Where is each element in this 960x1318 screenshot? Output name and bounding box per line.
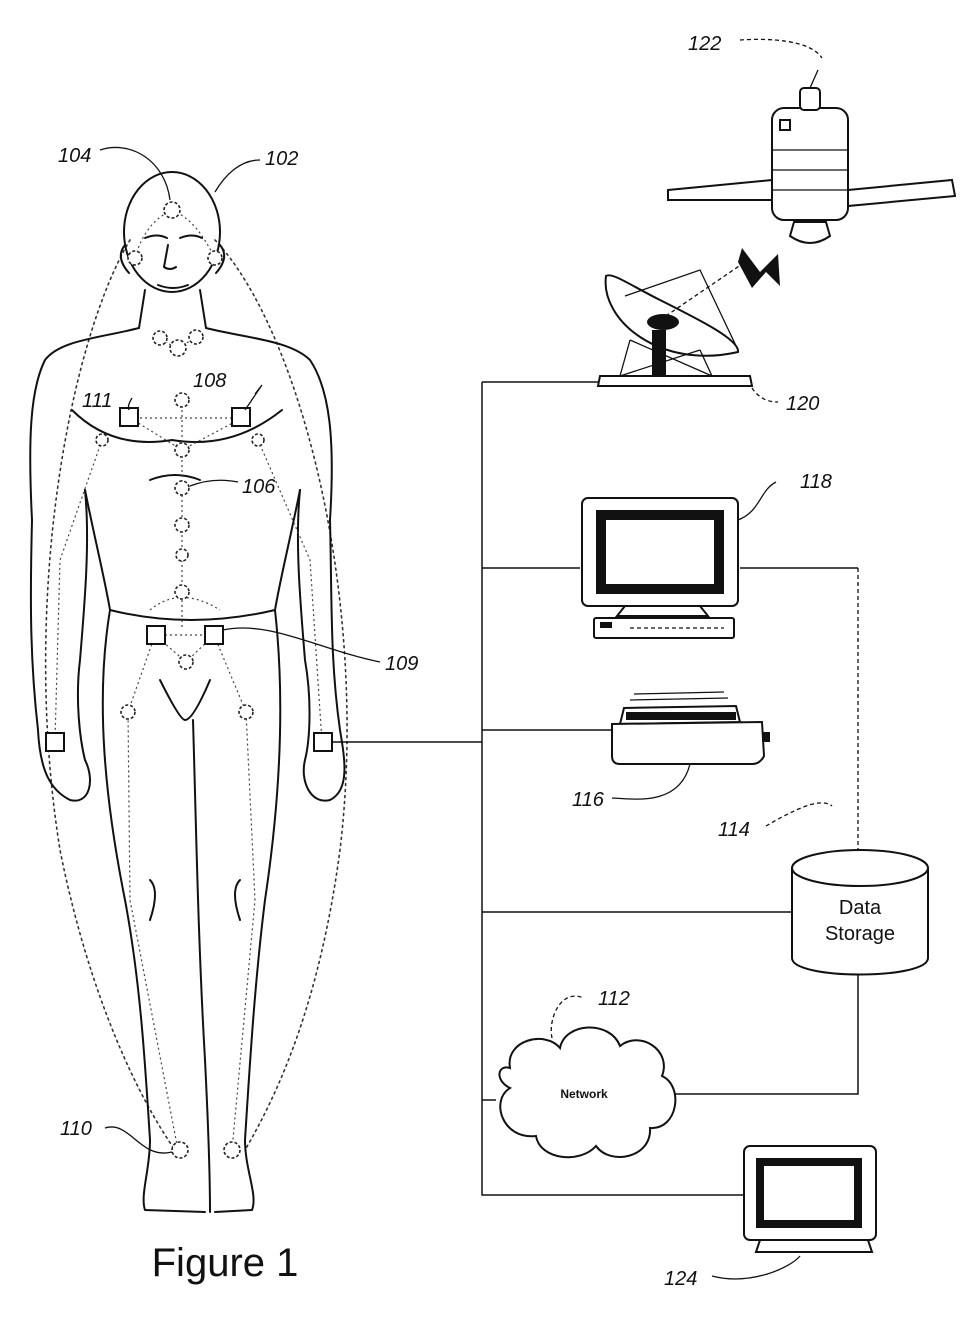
sensor-chest-left-lower xyxy=(96,434,108,446)
label-102: 102 xyxy=(265,148,298,170)
label-124: 124 xyxy=(664,1268,697,1290)
sensor-neck-right xyxy=(189,330,203,344)
sensor-thigh-right xyxy=(239,705,253,719)
sensor-square-wrist-right xyxy=(314,733,332,751)
head-outline xyxy=(124,172,220,292)
sensor-square-108 xyxy=(232,408,250,426)
label-122: 122 xyxy=(688,33,721,55)
figure-title: Figure 1 xyxy=(152,1241,299,1285)
sensor-square-111 xyxy=(120,408,138,426)
sensor-thigh-left xyxy=(121,705,135,719)
label-104: 104 xyxy=(58,145,91,167)
data-storage-line1: Data xyxy=(839,897,882,919)
sensor-groin xyxy=(179,655,193,669)
sensor-neck-center xyxy=(170,340,186,356)
sensor-ankle-110 xyxy=(172,1142,188,1158)
label-114: 114 xyxy=(718,819,750,841)
printer-icon xyxy=(612,692,770,764)
label-120: 120 xyxy=(786,393,819,415)
sensor-square-wrist-left xyxy=(46,733,64,751)
sensor-navel xyxy=(176,549,188,561)
sensor-sternum xyxy=(175,393,189,407)
label-116: 116 xyxy=(572,789,605,811)
label-106: 106 xyxy=(242,476,276,498)
label-109: 109 xyxy=(385,653,418,675)
sensor-ear-right xyxy=(208,251,222,265)
sensor-ear-left xyxy=(128,251,142,265)
human-body-figure xyxy=(30,172,347,1212)
label-118: 118 xyxy=(800,471,832,493)
data-storage-line2: Storage xyxy=(825,923,895,945)
sensor-torso-106 xyxy=(175,481,189,495)
lightning-bolt-icon xyxy=(738,248,780,288)
label-112: 112 xyxy=(598,988,630,1010)
sensor-upper-abdomen xyxy=(175,443,189,457)
sensor-ankle-right xyxy=(224,1142,240,1158)
label-110: 110 xyxy=(60,1118,92,1140)
sensor-abdomen xyxy=(175,518,189,532)
satellite-icon xyxy=(668,70,955,243)
sensor-lower-abdomen xyxy=(175,585,189,599)
sensor-square-109 xyxy=(205,626,223,644)
network-cloud: Network xyxy=(499,1027,675,1157)
remote-monitor-icon xyxy=(744,1146,876,1252)
sensor-neck-left xyxy=(153,331,167,345)
data-storage-cylinder: Data Storage xyxy=(792,850,928,975)
sensor-square-hip-left xyxy=(147,626,165,644)
computer-icon xyxy=(582,498,738,638)
satellite-dish-icon xyxy=(598,262,752,386)
sensor-chest-right-lower xyxy=(252,434,264,446)
label-108: 108 xyxy=(193,370,226,392)
sensor-head xyxy=(164,202,180,218)
label-111: 111 xyxy=(82,390,112,412)
network-label: Network xyxy=(560,1087,608,1101)
